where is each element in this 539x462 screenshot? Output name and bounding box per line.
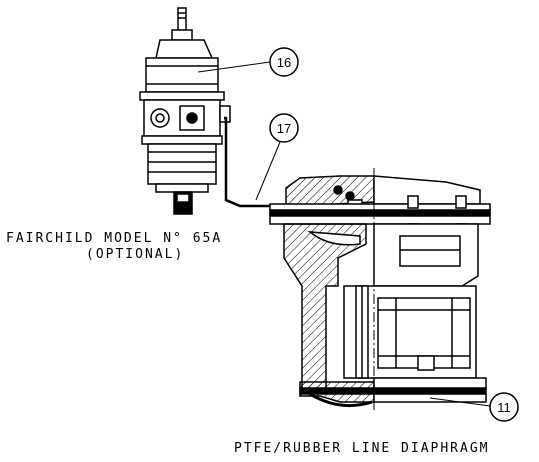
callout-17: 17 xyxy=(255,113,299,201)
callout-11-number: 11 xyxy=(497,400,511,415)
callout-11: 11 xyxy=(429,392,519,422)
regulator-optional-label: (OPTIONAL) xyxy=(86,247,185,262)
callout-16: 16 xyxy=(197,47,299,77)
regulator-assembly xyxy=(139,7,231,215)
tubing-line xyxy=(224,116,296,208)
regulator-name-label: FAIRCHILD MODEL N° 65A xyxy=(6,231,223,246)
actuator-assembly xyxy=(269,175,491,408)
diaphragm-note-label: PTFE/RUBBER LINE DIAPHRAGM xyxy=(234,441,490,456)
callout-17-number: 17 xyxy=(277,121,291,136)
callout-16-number: 16 xyxy=(277,55,291,70)
